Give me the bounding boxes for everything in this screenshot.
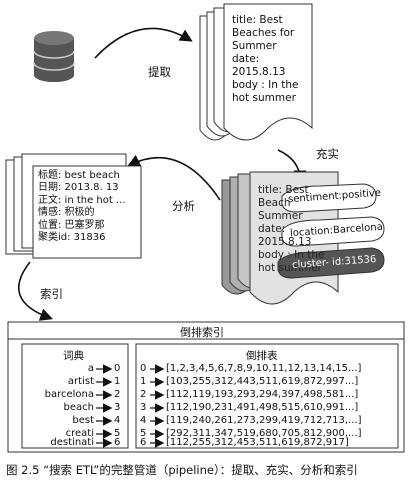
postings-id: 5	[140, 428, 147, 439]
postings-list: [103,255,312,443,511,619,872,997...]	[166, 376, 359, 387]
postings-id: 3	[140, 402, 147, 413]
raw-document-stack	[199, 3, 313, 141]
raw-doc-line: Beaches for	[232, 27, 295, 39]
card-field-sentiment: 情感: 积极的	[38, 207, 95, 219]
card-field-title: 标题: best beach	[38, 170, 120, 181]
dictionary-id: 5	[114, 428, 121, 439]
enriched-doc-line: date:	[258, 223, 286, 235]
enrich-label: 充实	[316, 147, 339, 161]
figure-caption: 图 2.5 “搜索 ETL”的完整管道（pipeline）：提取、充实、分析和索…	[6, 463, 358, 477]
card-field-date: 日期: 2013.8. 13	[38, 182, 119, 194]
postings-id: 2	[140, 389, 147, 400]
raw-doc-line: date:	[232, 53, 260, 65]
dictionary-term: best	[72, 415, 94, 426]
dictionary-id: 0	[114, 363, 121, 374]
raw-doc-line: hot summer	[232, 92, 296, 104]
raw-doc-line: title: Best	[232, 14, 283, 26]
postings-arrows	[150, 364, 165, 448]
analyze-label: 分析	[172, 199, 195, 213]
enriched-doc-line: hot summer	[258, 262, 322, 274]
dictionary-id: 2	[114, 389, 121, 400]
postings-header: 倒排表	[246, 350, 278, 362]
inverted-index-title: 倒排索引	[180, 326, 224, 339]
enriched-doc-line: 2015.8.13	[258, 236, 312, 248]
extract-label: 提取	[148, 65, 171, 79]
dictionary-arrows	[96, 364, 113, 448]
analyzed-card: 标题: best beach 日期: 2013.8. 13 正文: in the…	[38, 170, 126, 244]
enriched-doc-line: Summer	[258, 210, 303, 222]
dictionary-term: creati	[65, 428, 94, 439]
enriched-doc-line: title: Best	[258, 184, 309, 196]
dictionary-term: barcelona	[44, 389, 94, 400]
database-icon	[33, 31, 75, 82]
postings-list: [112,119,193,293,294,397,498,581...]	[166, 389, 359, 400]
postings-list: [119,240,261,273,299,419,712,713,...]	[166, 415, 362, 426]
dictionary-header: 词典	[63, 350, 84, 362]
postings-list: [112,190,231,491,498,515,610,991...]	[166, 402, 359, 413]
postings-id: 1	[140, 376, 147, 387]
dictionary-id: 3	[114, 402, 121, 413]
postings-list: [112,255,312,453,511,619,872,917]	[166, 437, 349, 448]
raw-doc-line: Summer	[232, 40, 277, 52]
postings-id: 4	[140, 415, 147, 426]
card-field-body: 正文: in the hot ...	[38, 194, 126, 206]
card-field-location: 位置: 巴塞罗那	[38, 219, 105, 231]
extract-arrow	[94, 27, 193, 59]
card-field-cluster: 聚类id: 31836	[38, 232, 106, 244]
enriched-doc-line: body : In the	[258, 249, 325, 261]
dictionary-id: 1	[114, 376, 121, 387]
dictionary-term: a	[87, 363, 94, 374]
raw-doc-line: body : In the	[232, 79, 299, 91]
postings-id: 6	[140, 437, 147, 448]
analyzed-card-stack	[5, 153, 142, 259]
postings-list: [1,2,3,4,5,6,7,8,9,10,11,12,13,14,15...]	[166, 363, 362, 374]
dictionary-term: artist	[67, 376, 94, 387]
postings-id: 0	[140, 363, 147, 374]
dictionary-term: destinati	[50, 437, 94, 448]
tag-shapes	[277, 183, 385, 279]
dictionary-term: beach	[63, 402, 94, 413]
index-arrow	[18, 261, 54, 321]
raw-document: title: Best Beaches for Summer date: 201…	[232, 14, 299, 105]
index-label: 索引	[40, 287, 63, 301]
dictionary-id: 4	[114, 415, 121, 426]
enriched-document: title: Best Beach Summer date: 2015.8.13…	[258, 184, 325, 275]
dictionary-id: 6	[114, 437, 121, 448]
raw-doc-line: 2015.8.13	[232, 66, 286, 78]
enriched-doc-line: Beach	[258, 197, 291, 209]
postings-box	[135, 343, 399, 449]
analyze-arrow	[127, 154, 221, 201]
postings-list: [292,311,347,519,680,705,812,900,...]	[166, 428, 362, 439]
